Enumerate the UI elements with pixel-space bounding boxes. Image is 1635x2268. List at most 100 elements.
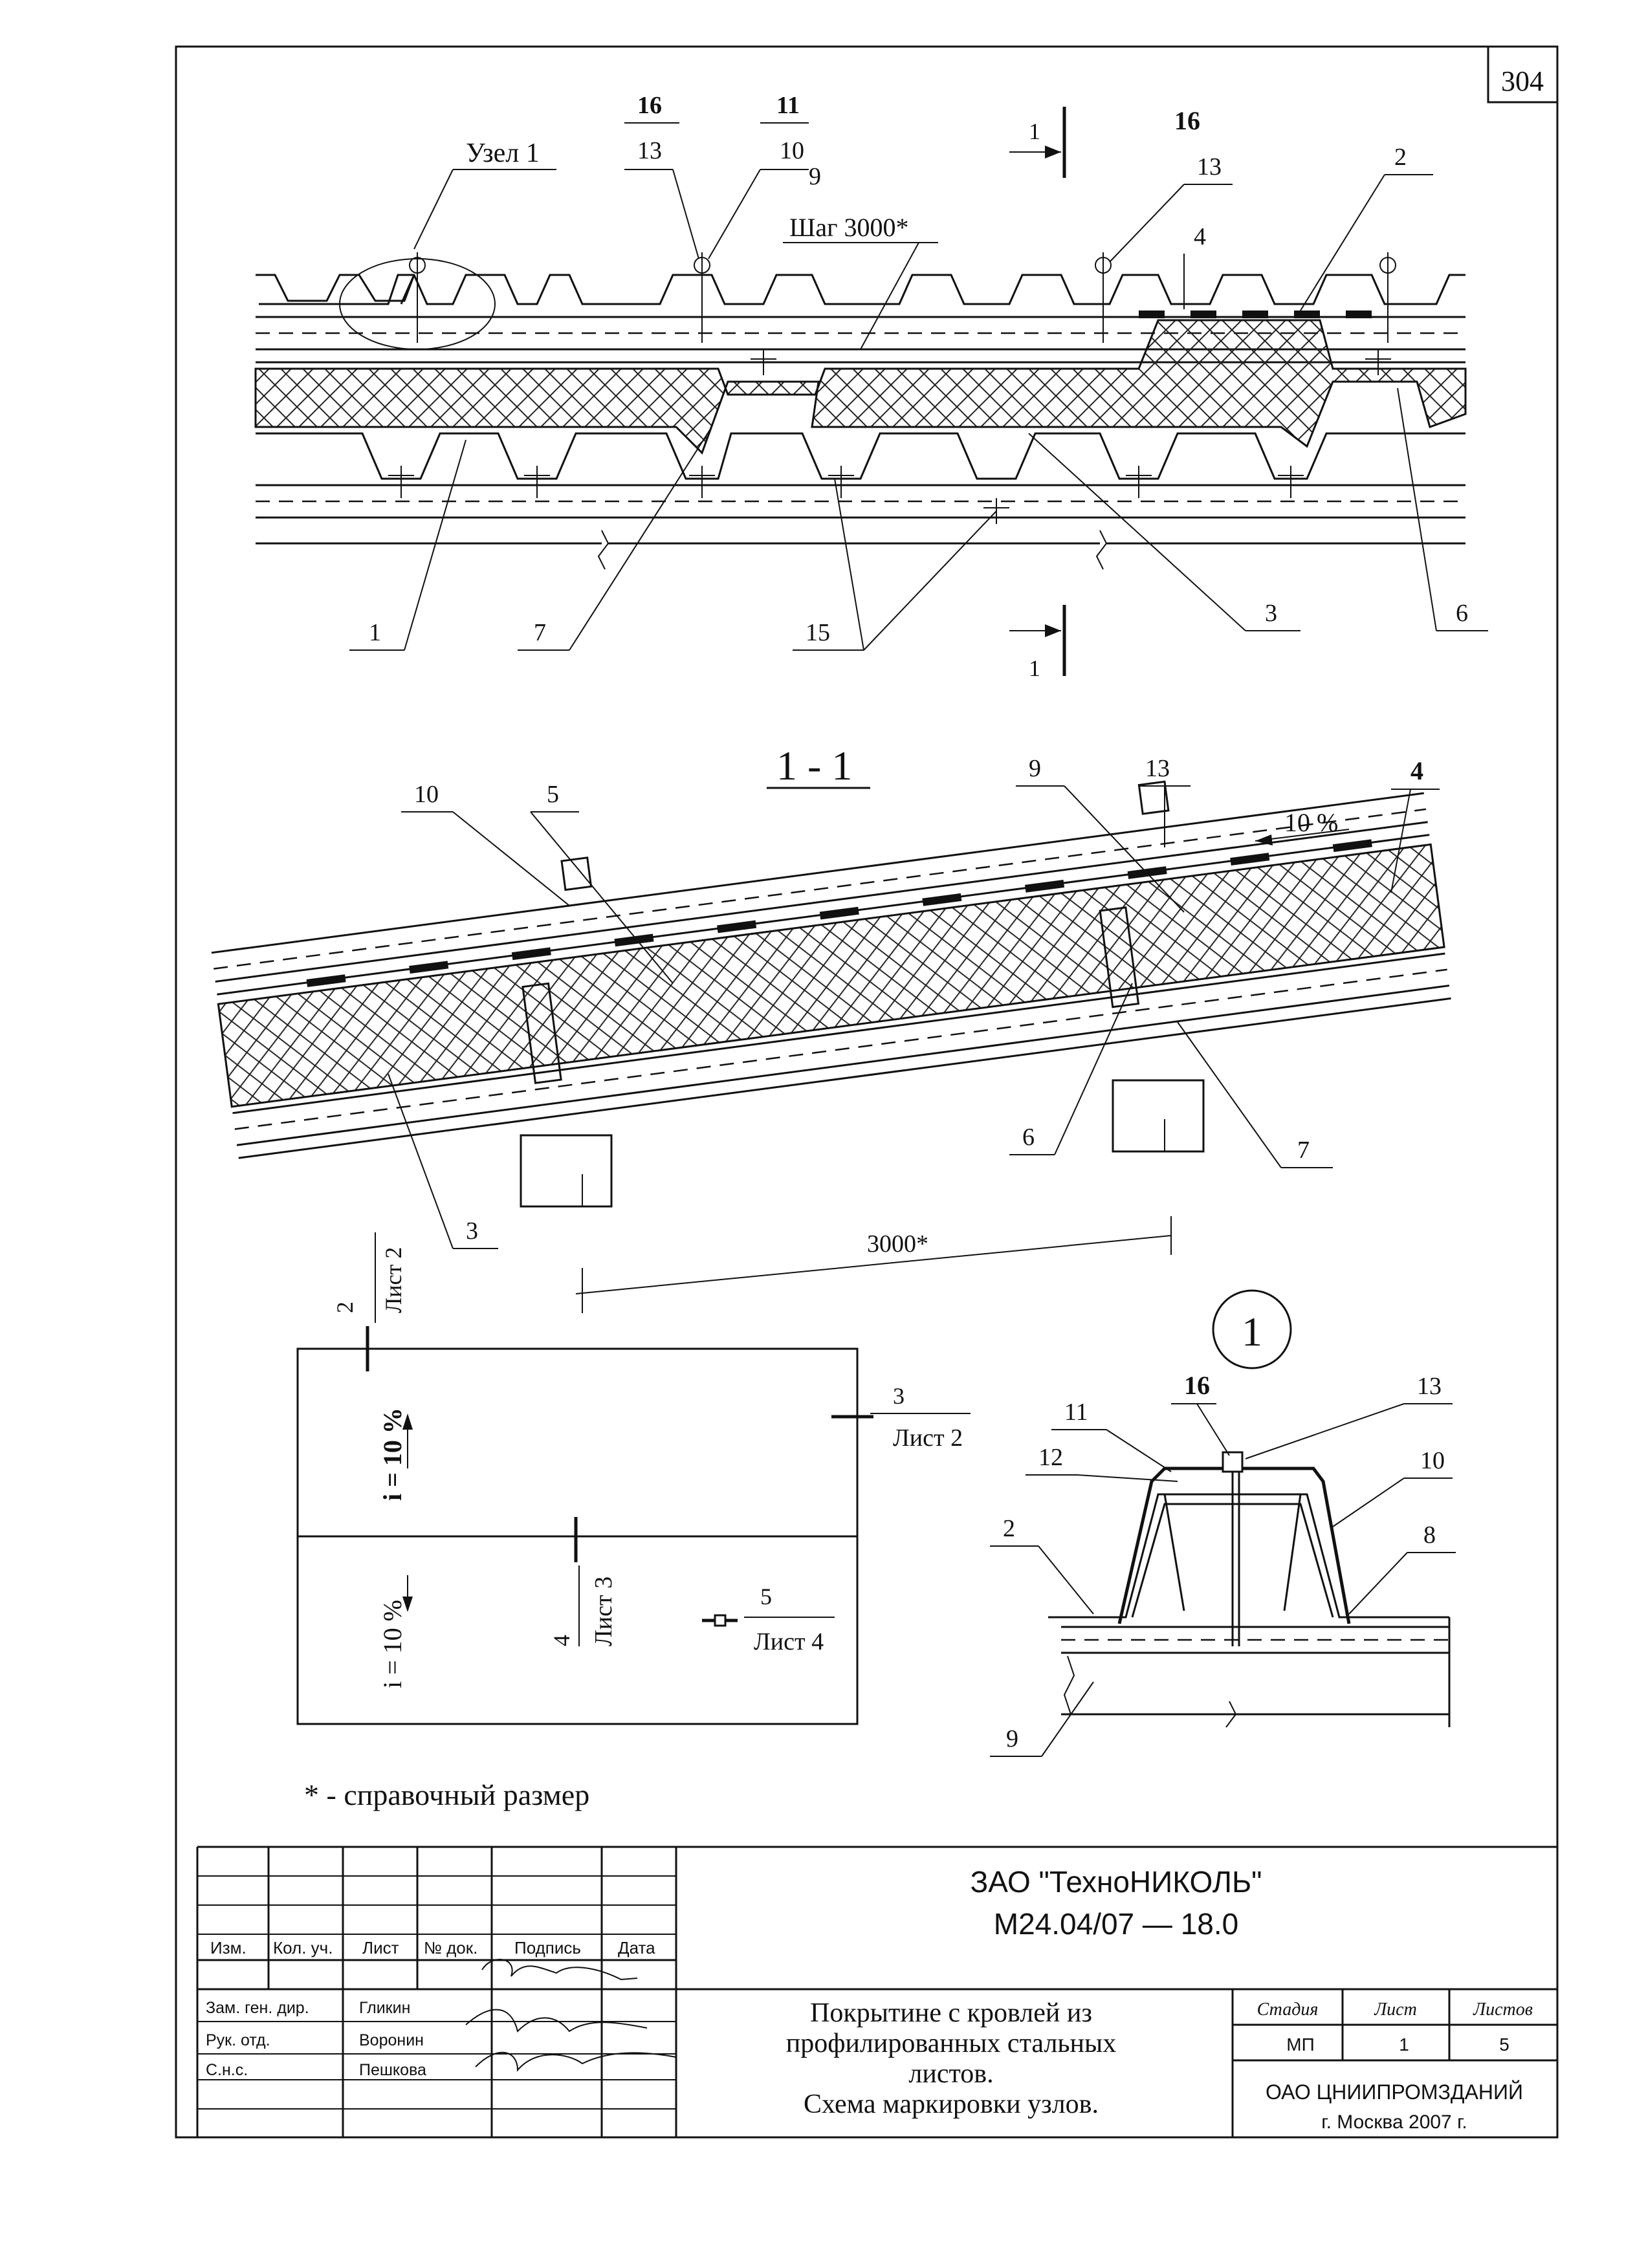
svg-text:5: 5	[547, 781, 559, 808]
plan-fasteners	[388, 252, 1396, 524]
svg-text:Листов: Листов	[1473, 2000, 1533, 2020]
node-1-marker	[339, 258, 496, 350]
svg-text:9: 9	[809, 163, 821, 190]
svg-text:1: 1	[1029, 655, 1040, 681]
plan-bottom-callouts: 1 7 15 3 6	[349, 387, 1488, 651]
cap-flashing	[1117, 1467, 1351, 1624]
section-1-1: 1 - 1	[211, 743, 1451, 1313]
svg-text:11: 11	[776, 92, 800, 119]
svg-text:3: 3	[1265, 600, 1277, 627]
section-dimension: 3000*	[867, 1230, 928, 1258]
svg-text:1: 1	[1029, 118, 1040, 144]
svg-text:10: 10	[780, 137, 804, 164]
section-marker-top: 1	[1009, 107, 1066, 178]
svg-text:Лист 2: Лист 2	[893, 1424, 963, 1452]
svg-text:5: 5	[760, 1584, 772, 1609]
svg-text:13: 13	[1417, 1373, 1442, 1400]
svg-text:Лист: Лист	[1374, 2000, 1417, 2020]
plan-top-callouts: 16 11 13 10 9 Шаг 3000* 16 13 2 4	[624, 92, 1433, 350]
node-profile	[1048, 1493, 1449, 1619]
svg-text:Подпись: Подпись	[514, 1938, 581, 1957]
svg-text:13: 13	[1197, 153, 1222, 180]
section-title: 1 - 1	[776, 743, 852, 789]
section-insulation	[217, 843, 1445, 1108]
svg-text:6: 6	[1022, 1124, 1035, 1151]
svg-text:С.н.с.: С.н.с.	[206, 2061, 248, 2079]
svg-text:Стадия: Стадия	[1257, 2000, 1319, 2020]
purlin-right	[1112, 1079, 1205, 1153]
node-1-label: Узел 1	[466, 138, 540, 168]
svg-text:4: 4	[1194, 223, 1206, 250]
node-1-number: 1	[1242, 1309, 1262, 1355]
top-profiled-sheet	[256, 274, 1465, 305]
title-block: Изм. Кол. уч. Лист № док. Подпись Дата З…	[196, 1846, 1557, 2139]
node-callouts: 11 16 13 12 10 2 8 9	[990, 1371, 1456, 1757]
svg-text:10: 10	[414, 781, 439, 808]
svg-text:№ док.: № док.	[424, 1938, 477, 1957]
svg-text:Пешкова: Пешкова	[359, 2061, 426, 2079]
svg-text:8: 8	[1423, 1521, 1436, 1549]
svg-text:16: 16	[637, 92, 662, 119]
section-marker-bottom: 1	[1009, 605, 1066, 681]
svg-text:Схема маркировки узлов.: Схема маркировки узлов.	[804, 2089, 1099, 2119]
lower-profiled-sheet	[256, 432, 1465, 480]
section-slope: 10 %	[1284, 808, 1338, 837]
svg-text:16: 16	[1184, 1371, 1210, 1400]
footnote: * - справочный размер	[304, 1778, 589, 1811]
node-1-circle	[1212, 1289, 1292, 1369]
svg-text:6: 6	[1456, 600, 1468, 627]
slope-top: i = 10 %	[378, 1408, 407, 1501]
org-city: г. Москва 2007 г.	[1321, 2111, 1467, 2133]
svg-text:Шаг 3000*: Шаг 3000*	[789, 213, 909, 242]
node-1-detail: 1 11 16 13 12 10 2	[990, 1289, 1456, 1757]
svg-text:Кол. уч.: Кол. уч.	[273, 1938, 333, 1957]
svg-text:15: 15	[806, 619, 830, 646]
svg-text:9: 9	[1006, 1725, 1018, 1752]
svg-text:11: 11	[1064, 1399, 1088, 1426]
svg-text:13: 13	[1145, 755, 1170, 782]
membrane-strips	[1139, 311, 1372, 318]
svg-text:листов.: листов.	[908, 2059, 993, 2089]
svg-text:Рук. отд.: Рук. отд.	[206, 2031, 270, 2049]
signatures	[465, 1959, 677, 2072]
svg-text:Покрытине с кровлей из: Покрытине с кровлей из	[810, 1998, 1092, 2028]
marking-scheme: 2 Лист 2 3 Лист 2 4 Лист 3 5 Лист 4 i = …	[296, 1232, 971, 1725]
svg-text:2: 2	[332, 1302, 358, 1313]
svg-text:МП: МП	[1286, 2034, 1314, 2055]
section-callouts: 10 5 9 13 4 3 6 7	[388, 755, 1440, 1249]
svg-text:Лист 4: Лист 4	[754, 1628, 824, 1655]
svg-text:13: 13	[637, 137, 662, 164]
svg-text:Изм.: Изм.	[210, 1938, 247, 1957]
purlin-left	[520, 1134, 613, 1208]
svg-text:1: 1	[369, 619, 381, 646]
svg-text:2: 2	[1003, 1515, 1015, 1542]
svg-text:4: 4	[1410, 756, 1423, 785]
node-bolt	[1222, 1451, 1244, 1473]
svg-text:3: 3	[466, 1217, 478, 1245]
svg-text:Дата: Дата	[618, 1938, 655, 1957]
svg-text:1: 1	[1399, 2034, 1409, 2055]
svg-text:Лист 2: Лист 2	[380, 1247, 406, 1313]
sheet-number: 304	[1501, 65, 1544, 97]
svg-text:16: 16	[1174, 106, 1200, 135]
svg-text:2: 2	[1394, 144, 1407, 171]
svg-text:Лист 3: Лист 3	[590, 1576, 617, 1646]
svg-text:7: 7	[534, 619, 546, 646]
svg-text:12: 12	[1038, 1444, 1063, 1471]
svg-text:5: 5	[1499, 2034, 1509, 2055]
svg-text:Зам. ген. дир.: Зам. ген. дир.	[206, 1999, 309, 2017]
plan-section: Узел 1 16 11 13 10 9 Шаг 3000* 16 13 2	[254, 92, 1488, 681]
svg-text:7: 7	[1297, 1137, 1310, 1164]
svg-text:4: 4	[549, 1635, 575, 1646]
org-name: ОАО ЦНИИПРОМЗДАНИЙ	[1266, 2080, 1523, 2104]
svg-text:Лист: Лист	[362, 1938, 399, 1957]
svg-text:9: 9	[1029, 755, 1041, 782]
slope-bottom: i = 10 %	[378, 1600, 407, 1688]
insulation-layer	[254, 319, 1467, 455]
sheet-frame	[175, 45, 1559, 2139]
document-code: М24.04/07 — 18.0	[994, 1907, 1238, 1941]
svg-text:Гликин: Гликин	[359, 1999, 410, 2017]
svg-text:10: 10	[1420, 1447, 1445, 1474]
company-name: ЗАО "ТехноНИКОЛЬ"	[971, 1865, 1262, 1899]
